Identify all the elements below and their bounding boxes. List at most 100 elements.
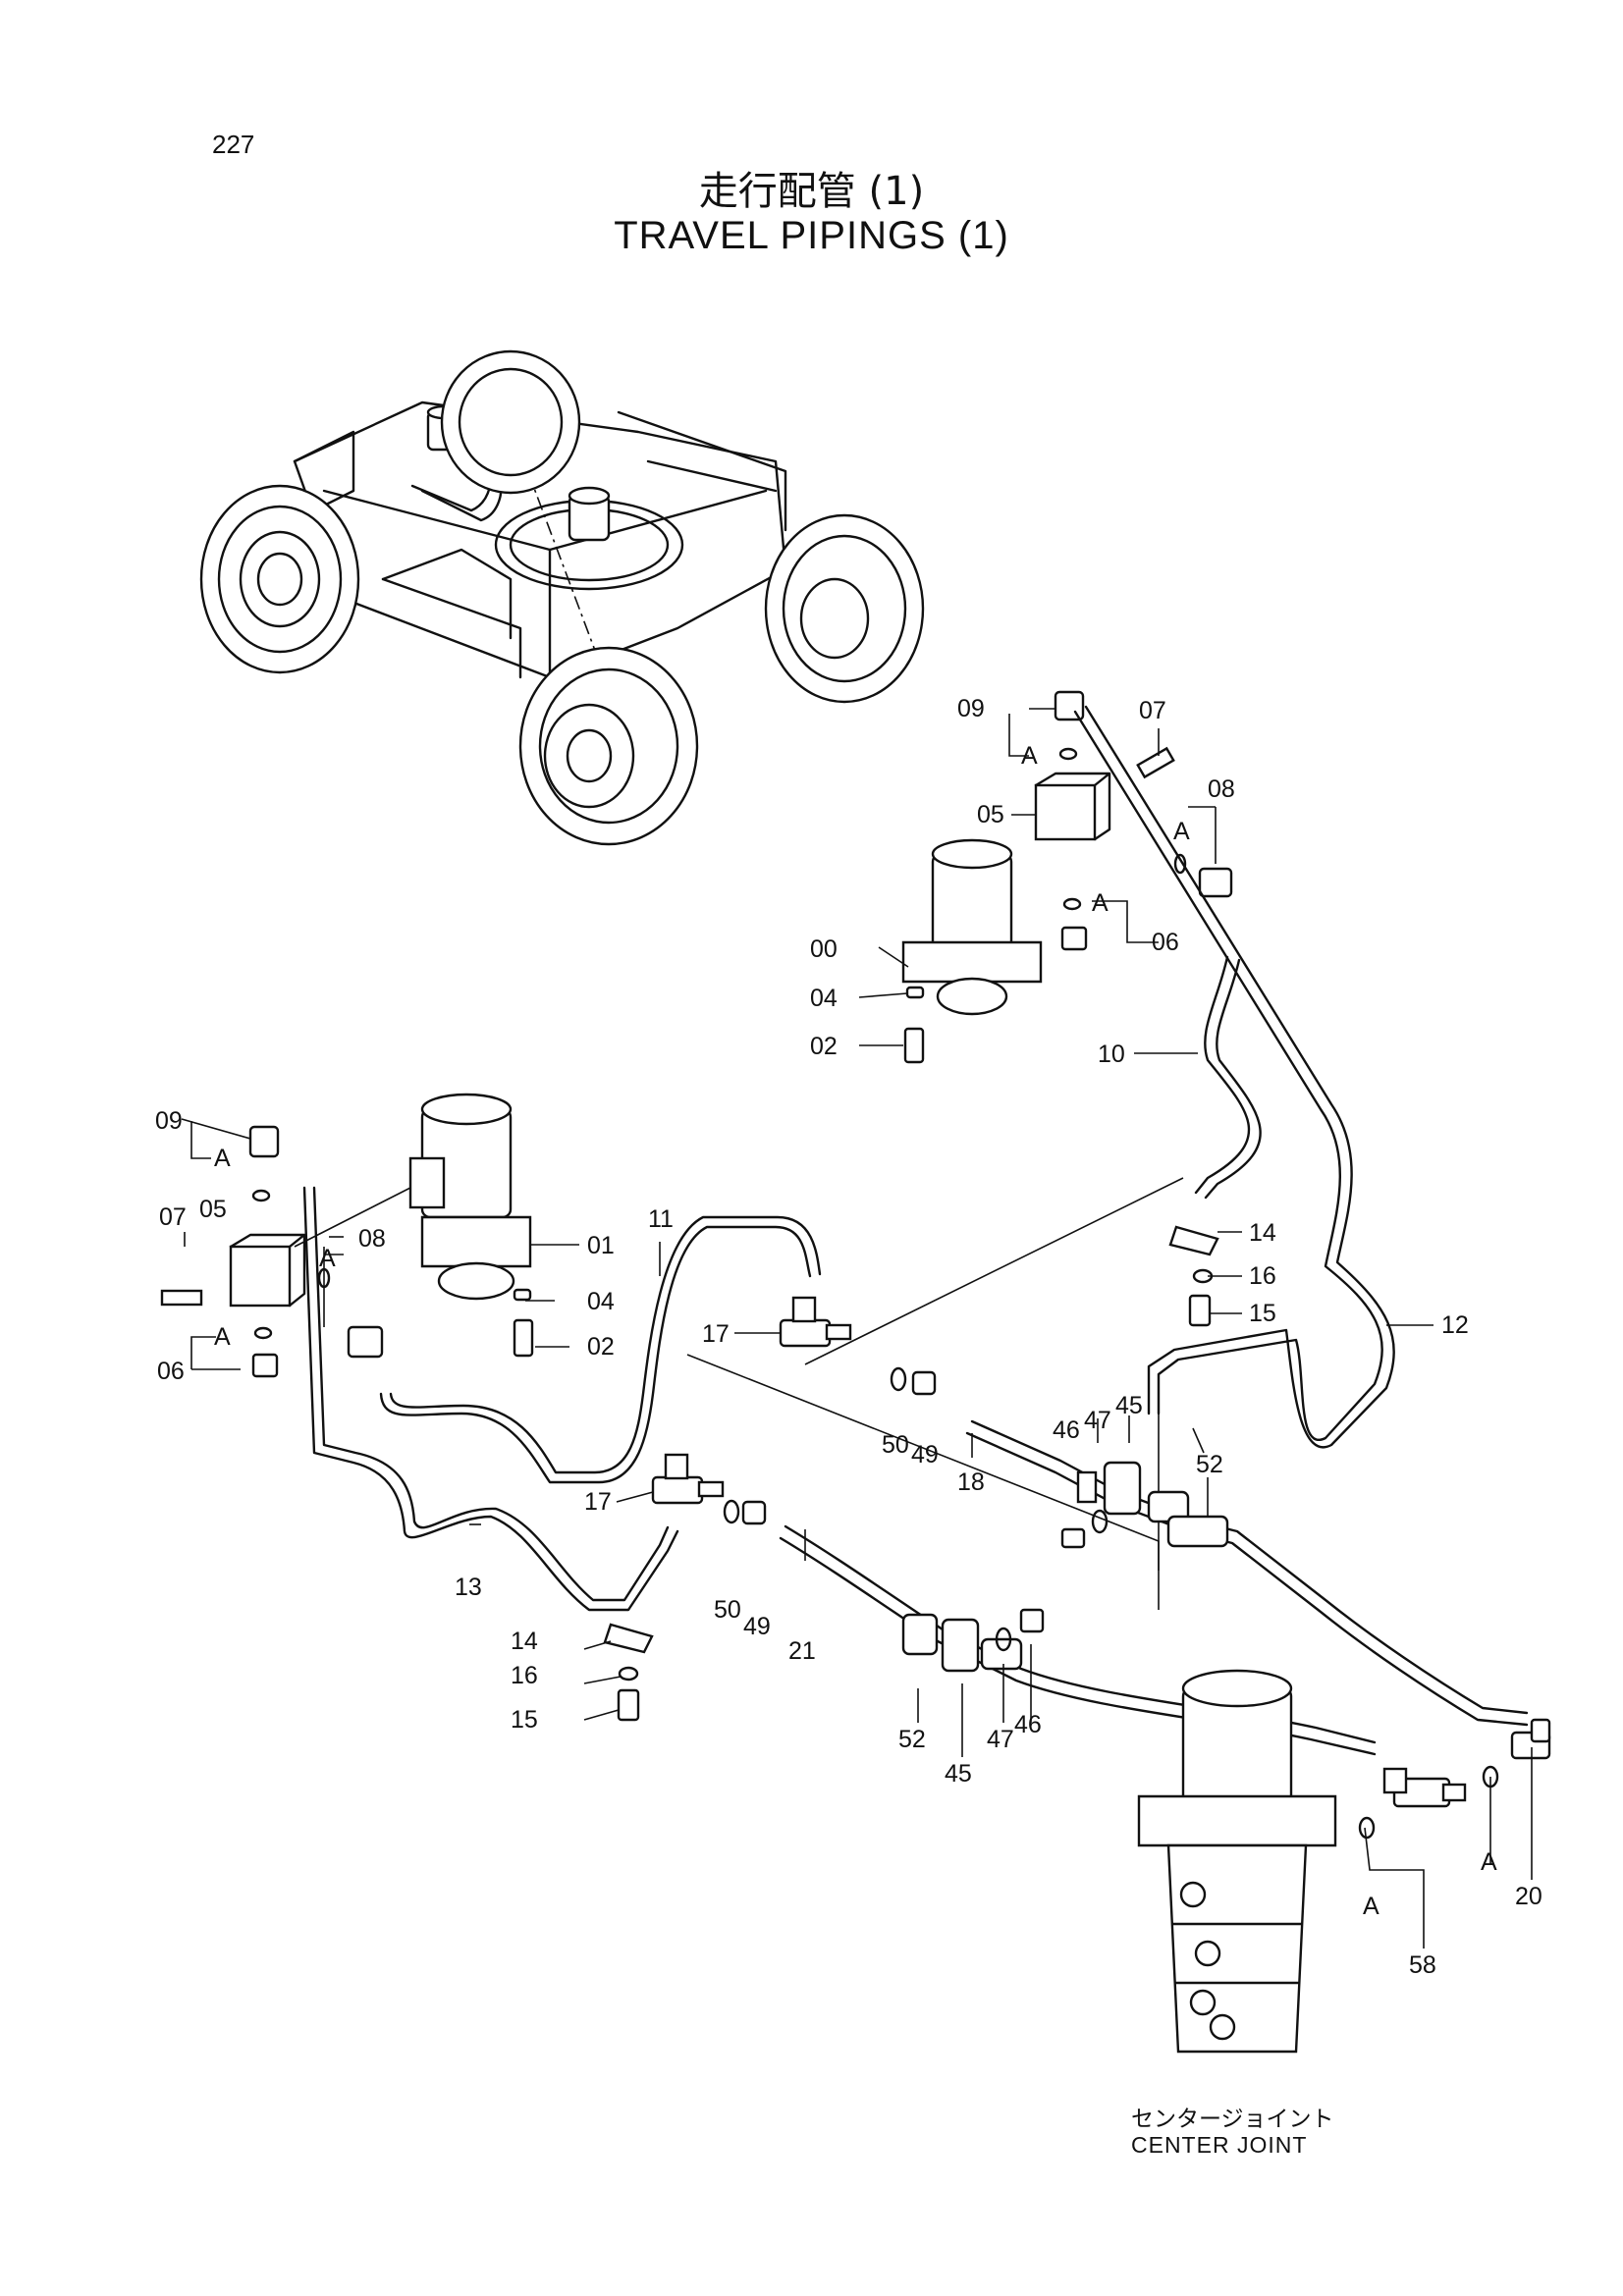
callout-02-left: 02	[587, 1333, 615, 1361]
cj-port-4	[1209, 2013, 1236, 2041]
rear-rail	[617, 410, 787, 532]
bolt-46b	[1019, 1608, 1045, 1633]
callout-46-lower: 46	[1014, 1711, 1042, 1738]
cj-port-3	[1189, 1989, 1217, 2016]
center-joint-illustration	[1137, 1669, 1551, 2054]
bolt-02b	[513, 1318, 534, 1358]
tee-17b	[651, 1453, 725, 1505]
center-joint-flange	[1137, 1794, 1337, 1847]
callout-47-lower: 47	[987, 1726, 1014, 1753]
center-motor-cap	[568, 486, 611, 506]
rear-rail-2	[646, 459, 778, 493]
bolt-02a	[903, 1027, 925, 1064]
callout-45-upper: 45	[1115, 1392, 1143, 1419]
callout-46-upper: 46	[1053, 1416, 1080, 1444]
frame-front	[381, 577, 522, 679]
callout-21: 21	[788, 1637, 816, 1665]
callout-09-left: 09	[155, 1107, 183, 1135]
elbow-09a	[1054, 690, 1085, 721]
callout-47-upper: 47	[1084, 1407, 1111, 1434]
callout-a-upper-2: A	[1173, 818, 1190, 845]
callout-52-upper: 52	[1196, 1451, 1223, 1478]
callout-05-upper: 05	[977, 801, 1004, 828]
callout-04-left: 04	[587, 1288, 615, 1315]
callout-02-upper: 02	[810, 1033, 838, 1060]
oring-a2	[1062, 897, 1082, 911]
callout-05-left: 05	[199, 1196, 227, 1223]
oring-a3	[1173, 853, 1187, 875]
callout-12: 12	[1441, 1311, 1469, 1339]
nut-49b	[741, 1500, 767, 1525]
callout-08-upper: 08	[1208, 775, 1235, 803]
connector-20	[1510, 1718, 1551, 1760]
callout-a-upper-1: A	[1021, 742, 1038, 770]
pipe-12	[1073, 705, 1395, 1449]
motor-01-top	[420, 1093, 513, 1126]
callout-a-left-3: A	[214, 1323, 231, 1351]
callout-11: 11	[648, 1205, 674, 1233]
page-number: 227	[212, 130, 255, 159]
callout-18: 18	[957, 1468, 985, 1496]
callout-16-right: 16	[1249, 1262, 1276, 1290]
title-japanese: 走行配管 (1)	[698, 169, 925, 214]
callout-49-lower: 49	[743, 1613, 771, 1640]
frame-box	[381, 548, 513, 640]
travel-motor-left	[160, 1093, 534, 1378]
wheel-rear-right	[764, 513, 925, 704]
callout-a-upper-3: A	[1092, 889, 1109, 917]
center-joint-body	[1166, 1843, 1308, 2054]
cj-port-1	[1179, 1881, 1207, 1908]
callout-a-left-2: A	[319, 1245, 336, 1272]
callout-14-right: 14	[1249, 1219, 1276, 1247]
left-bracket	[293, 430, 355, 507]
center-joint-label-en: CENTER JOINT	[1131, 2132, 1308, 2158]
elbow-09b	[248, 1125, 280, 1158]
motor-01-link	[294, 1187, 411, 1248]
callout-50-upper: 50	[882, 1431, 909, 1459]
ring-50b	[723, 1499, 740, 1524]
pipe-11	[379, 1215, 822, 1484]
callout-07-upper: 07	[1139, 697, 1166, 724]
washer-47a	[1091, 1509, 1109, 1534]
center-joint-top-cap	[1181, 1669, 1293, 1708]
callout-13: 13	[455, 1574, 482, 1601]
tee-17a	[779, 1296, 852, 1348]
wheel-front-right	[518, 646, 699, 846]
motor-00-base	[936, 977, 1008, 1016]
motor-01-base	[437, 1261, 515, 1301]
cj-leader-20	[1489, 1747, 1533, 1880]
center-joint-label-jp: センタージョイント	[1131, 2107, 1334, 2132]
cj-leader-58	[1364, 1827, 1425, 1949]
callout-15-left: 15	[511, 1706, 538, 1734]
callout-15-right: 15	[1249, 1300, 1276, 1327]
machine-overview-illustration	[199, 349, 925, 846]
pipe-13	[302, 1186, 679, 1612]
callout-04-upper: 04	[810, 985, 838, 1012]
callout-20: 20	[1515, 1883, 1542, 1910]
callout-52-lower: 52	[898, 1726, 926, 1753]
ring-50a	[890, 1366, 907, 1392]
motor-00-flange	[901, 940, 1043, 984]
motor-00-top	[931, 838, 1013, 870]
motor-01-port-block	[408, 1156, 446, 1209]
cj-band	[1171, 1922, 1303, 1985]
callout-08-left: 08	[358, 1225, 386, 1253]
tee-58	[1382, 1767, 1467, 1808]
motor-01-flange	[420, 1215, 532, 1268]
wheel-rear-left	[440, 349, 581, 495]
pipe-10	[1194, 955, 1262, 1200]
callout-01: 01	[587, 1232, 615, 1259]
bracket-14b	[603, 1623, 654, 1722]
valve-block-05b	[229, 1245, 292, 1308]
wheel-front-left	[199, 484, 360, 674]
valve-block-05a	[1034, 783, 1097, 841]
clamp-45a	[1076, 1461, 1229, 1548]
callout-09-upper: 09	[957, 695, 985, 722]
elbow-08a	[1198, 867, 1233, 898]
oring-b1	[251, 1189, 271, 1202]
callout-17-lower: 17	[584, 1488, 612, 1516]
elbow-08b	[347, 1325, 384, 1359]
title-english: TRAVEL PIPINGS (1)	[614, 214, 1009, 257]
